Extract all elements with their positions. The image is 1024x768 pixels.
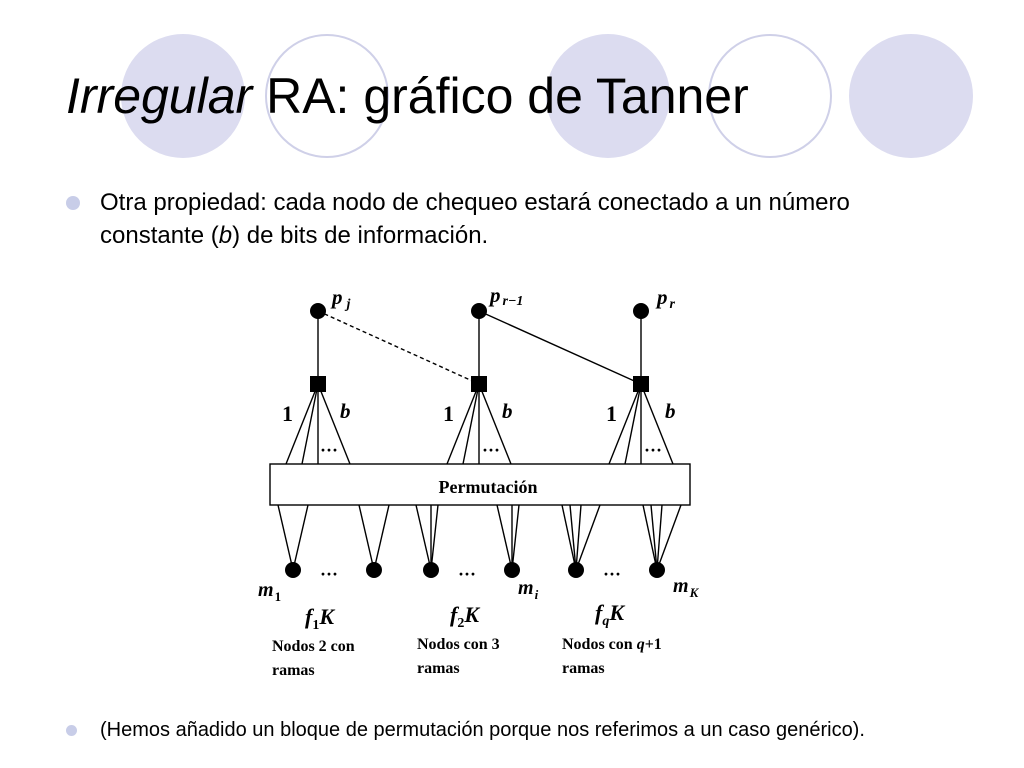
deco-circle-4 [708, 34, 832, 158]
message-node [285, 562, 301, 578]
title-italic: Irregular [66, 68, 253, 124]
label-m1: m1 [258, 579, 281, 604]
group2-desc-line2: ramas [417, 660, 460, 677]
label-mK: mK [673, 575, 700, 600]
check-node-2 [471, 376, 487, 392]
check-node-3 [633, 376, 649, 392]
dashed-edge-accumulator [317, 310, 480, 385]
edge-label-b: b [502, 399, 513, 423]
deco-circle-1 [121, 34, 245, 158]
bullet1-var: b [218, 222, 233, 249]
group1-desc-line1: Nodos 2 con [272, 638, 355, 655]
group1-fraction: f1K [305, 604, 335, 633]
bullet1-post: ) de bits de información. [232, 222, 489, 249]
bullet-icon [66, 725, 77, 736]
message-node [504, 562, 520, 578]
parity-node-pr-1 [471, 303, 487, 319]
message-node [568, 562, 584, 578]
title-rest: RA: gráfico de Tanner [252, 68, 749, 124]
deco-circle-3 [546, 34, 670, 158]
permutation-label: Permutación [439, 477, 538, 497]
ellipsis: ··· [458, 564, 476, 584]
bullet-text: Otra propiedad: cada nodo de chequeo est… [100, 186, 950, 252]
ellipsis: ··· [603, 564, 621, 584]
slide-title: Irregular RA: gráfico de Tanner [66, 66, 749, 126]
parity-node-pj [310, 303, 326, 319]
edge-label-one: 1 [443, 401, 454, 426]
message-node [423, 562, 439, 578]
edge-label-b: b [340, 399, 351, 423]
parity-node-pr [633, 303, 649, 319]
bullet-text: (Hemos añadido un bloque de permutación … [100, 719, 865, 741]
deco-circle-2 [265, 34, 389, 158]
group3-fraction: fqK [595, 600, 625, 629]
message-node [649, 562, 665, 578]
ellipsis: ··· [482, 440, 500, 460]
bullet-icon [66, 196, 80, 210]
message-node [366, 562, 382, 578]
group2-desc-line1: Nodos con 3 [417, 636, 500, 653]
edge-accumulator [478, 310, 642, 385]
edge-label-one: 1 [606, 401, 617, 426]
permutation-block [269, 463, 691, 506]
group3-desc-line2: ramas [562, 660, 605, 677]
ellipsis: ··· [320, 564, 338, 584]
label-mi: mi [518, 577, 539, 602]
ellipsis: ··· [644, 440, 662, 460]
group1-desc-line2: ramas [272, 662, 315, 679]
edge-label-b: b [665, 399, 676, 423]
ellipsis: ··· [320, 440, 338, 460]
deco-circle-5 [849, 34, 973, 158]
check-node-1 [310, 376, 326, 392]
bullet1-pre: Otra propiedad: cada nodo de chequeo est… [100, 189, 850, 249]
edge-label-one: 1 [282, 401, 293, 426]
group3-desc-line1: Nodos con q+1 [562, 636, 662, 653]
group2-fraction: f2K [450, 602, 480, 631]
